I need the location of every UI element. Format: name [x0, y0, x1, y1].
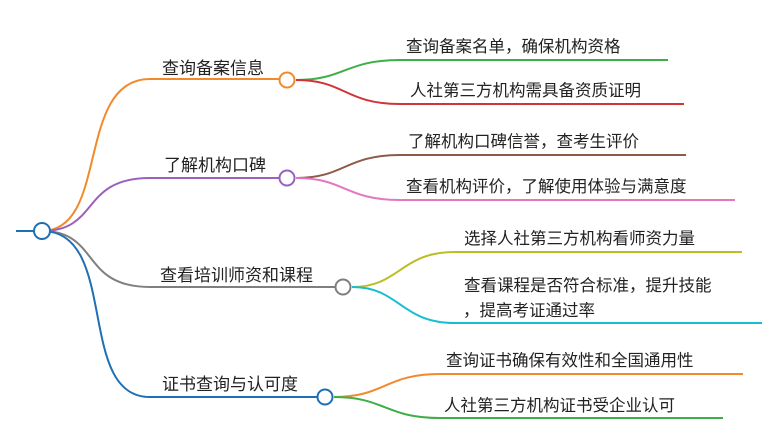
branch-1-leaf-1-label: 查询备案名单，确保机构资格 [406, 37, 621, 56]
connector-branch-2-leaf-1 [295, 154, 686, 179]
connector-branch-3-leaf-1 [351, 251, 742, 288]
branch-1-leaf-2-label: 人社第三方机构需具备资质证明 [410, 81, 641, 100]
branch-1-label: 查询备案信息 [162, 59, 264, 79]
branch-3-label: 查看培训师资和课程 [160, 266, 313, 286]
connector-branch-1-leaf-2 [295, 79, 684, 105]
connector-branch-1-leaf-1 [295, 59, 668, 81]
branch-3-leaf-2-label: 查看课程是否符合标准，提升技能 [464, 276, 712, 295]
connector-root-branch-4 [41, 230, 325, 398]
branch-2-node[interactable] [278, 169, 296, 187]
branch-1-node[interactable] [278, 71, 296, 89]
branch-3-leaf-1-label: 选择人社第三方机构看师资力量 [464, 229, 695, 248]
connector-branch-2-leaf-2 [295, 177, 735, 201]
connector-branch-3-leaf-2 [351, 286, 762, 324]
connector-root-branch-1 [41, 78, 287, 232]
connector-branch-4-leaf-2 [333, 396, 723, 419]
root-node[interactable] [33, 222, 51, 240]
connector-root-branch-3 [41, 230, 343, 288]
branch-3-leaf-2-label-continued: ，提高考证通过率 [463, 301, 595, 320]
branch-3-node[interactable] [334, 278, 352, 296]
branch-2-leaf-2-label: 查看机构评价，了解使用体验与满意度 [406, 177, 687, 196]
branch-4-node[interactable] [316, 388, 334, 406]
branch-4-label: 证书查询与认可度 [162, 375, 298, 395]
branch-4-leaf-1-label: 查询证书确保有效性和全国通用性 [446, 351, 694, 370]
branch-4-leaf-2-label: 人社第三方机构证书受企业认可 [444, 396, 675, 415]
connector-branch-4-leaf-1 [333, 373, 743, 398]
branch-2-leaf-1-label: 了解机构口碑信誉，查考生评价 [408, 132, 639, 151]
connector-root-branch-2 [41, 177, 287, 232]
branch-2-label: 了解机构口碑 [164, 156, 266, 176]
